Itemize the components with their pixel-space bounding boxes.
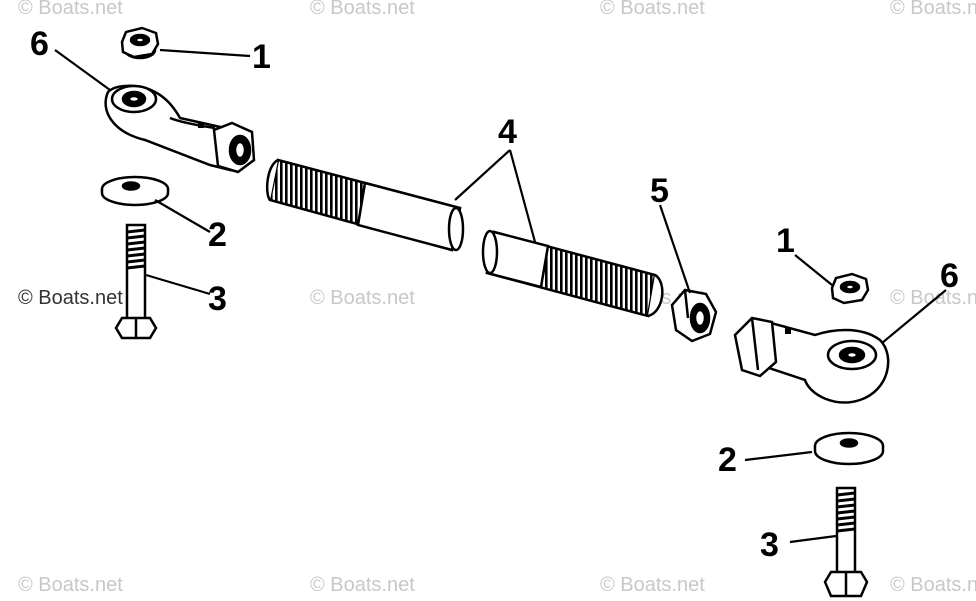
- watermark: © Boats.net: [310, 0, 415, 19]
- watermark: © Boats.net: [310, 287, 415, 309]
- callout-nut-left: 1: [252, 38, 271, 76]
- watermark: © Boats.net: [600, 0, 705, 19]
- bolt-left: [114, 223, 158, 340]
- callout-rod-end-left: 6: [30, 25, 49, 63]
- rod-end-right: [733, 316, 890, 404]
- watermark: © Boats.net: [18, 287, 123, 309]
- callout-bolt-right: 3: [760, 526, 779, 564]
- callout-nut-right: 1: [776, 222, 795, 260]
- callout-rod: 4: [498, 113, 517, 151]
- watermark: © Boats.net: [890, 0, 976, 19]
- threaded-rod-left-half: [265, 158, 465, 252]
- watermark: © Boats.net: [890, 574, 976, 596]
- watermark: © Boats.net: [890, 287, 976, 309]
- lock-nut-left: [120, 26, 160, 60]
- callout-washer-right: 2: [718, 441, 737, 479]
- washer-right: [813, 431, 885, 466]
- callout-bolt-left: 3: [208, 280, 227, 318]
- bolt-right: [823, 486, 869, 598]
- watermark: © Boats.net: [600, 574, 705, 596]
- callout-rod-end-right: 6: [940, 257, 959, 295]
- rod-end-left: [104, 84, 256, 174]
- leader-lines: [54, 48, 947, 544]
- lock-nut-right: [830, 272, 870, 305]
- callout-jam-nut: 5: [650, 172, 669, 210]
- threaded-rod-right-half: [481, 229, 664, 318]
- watermark: © Boats.net: [18, 574, 123, 596]
- callout-washer-left: 2: [208, 216, 227, 254]
- washer-left: [100, 175, 170, 207]
- watermark: © Boats.net: [310, 574, 415, 596]
- jam-nut: [670, 288, 718, 343]
- watermark: © Boats.net: [18, 0, 123, 19]
